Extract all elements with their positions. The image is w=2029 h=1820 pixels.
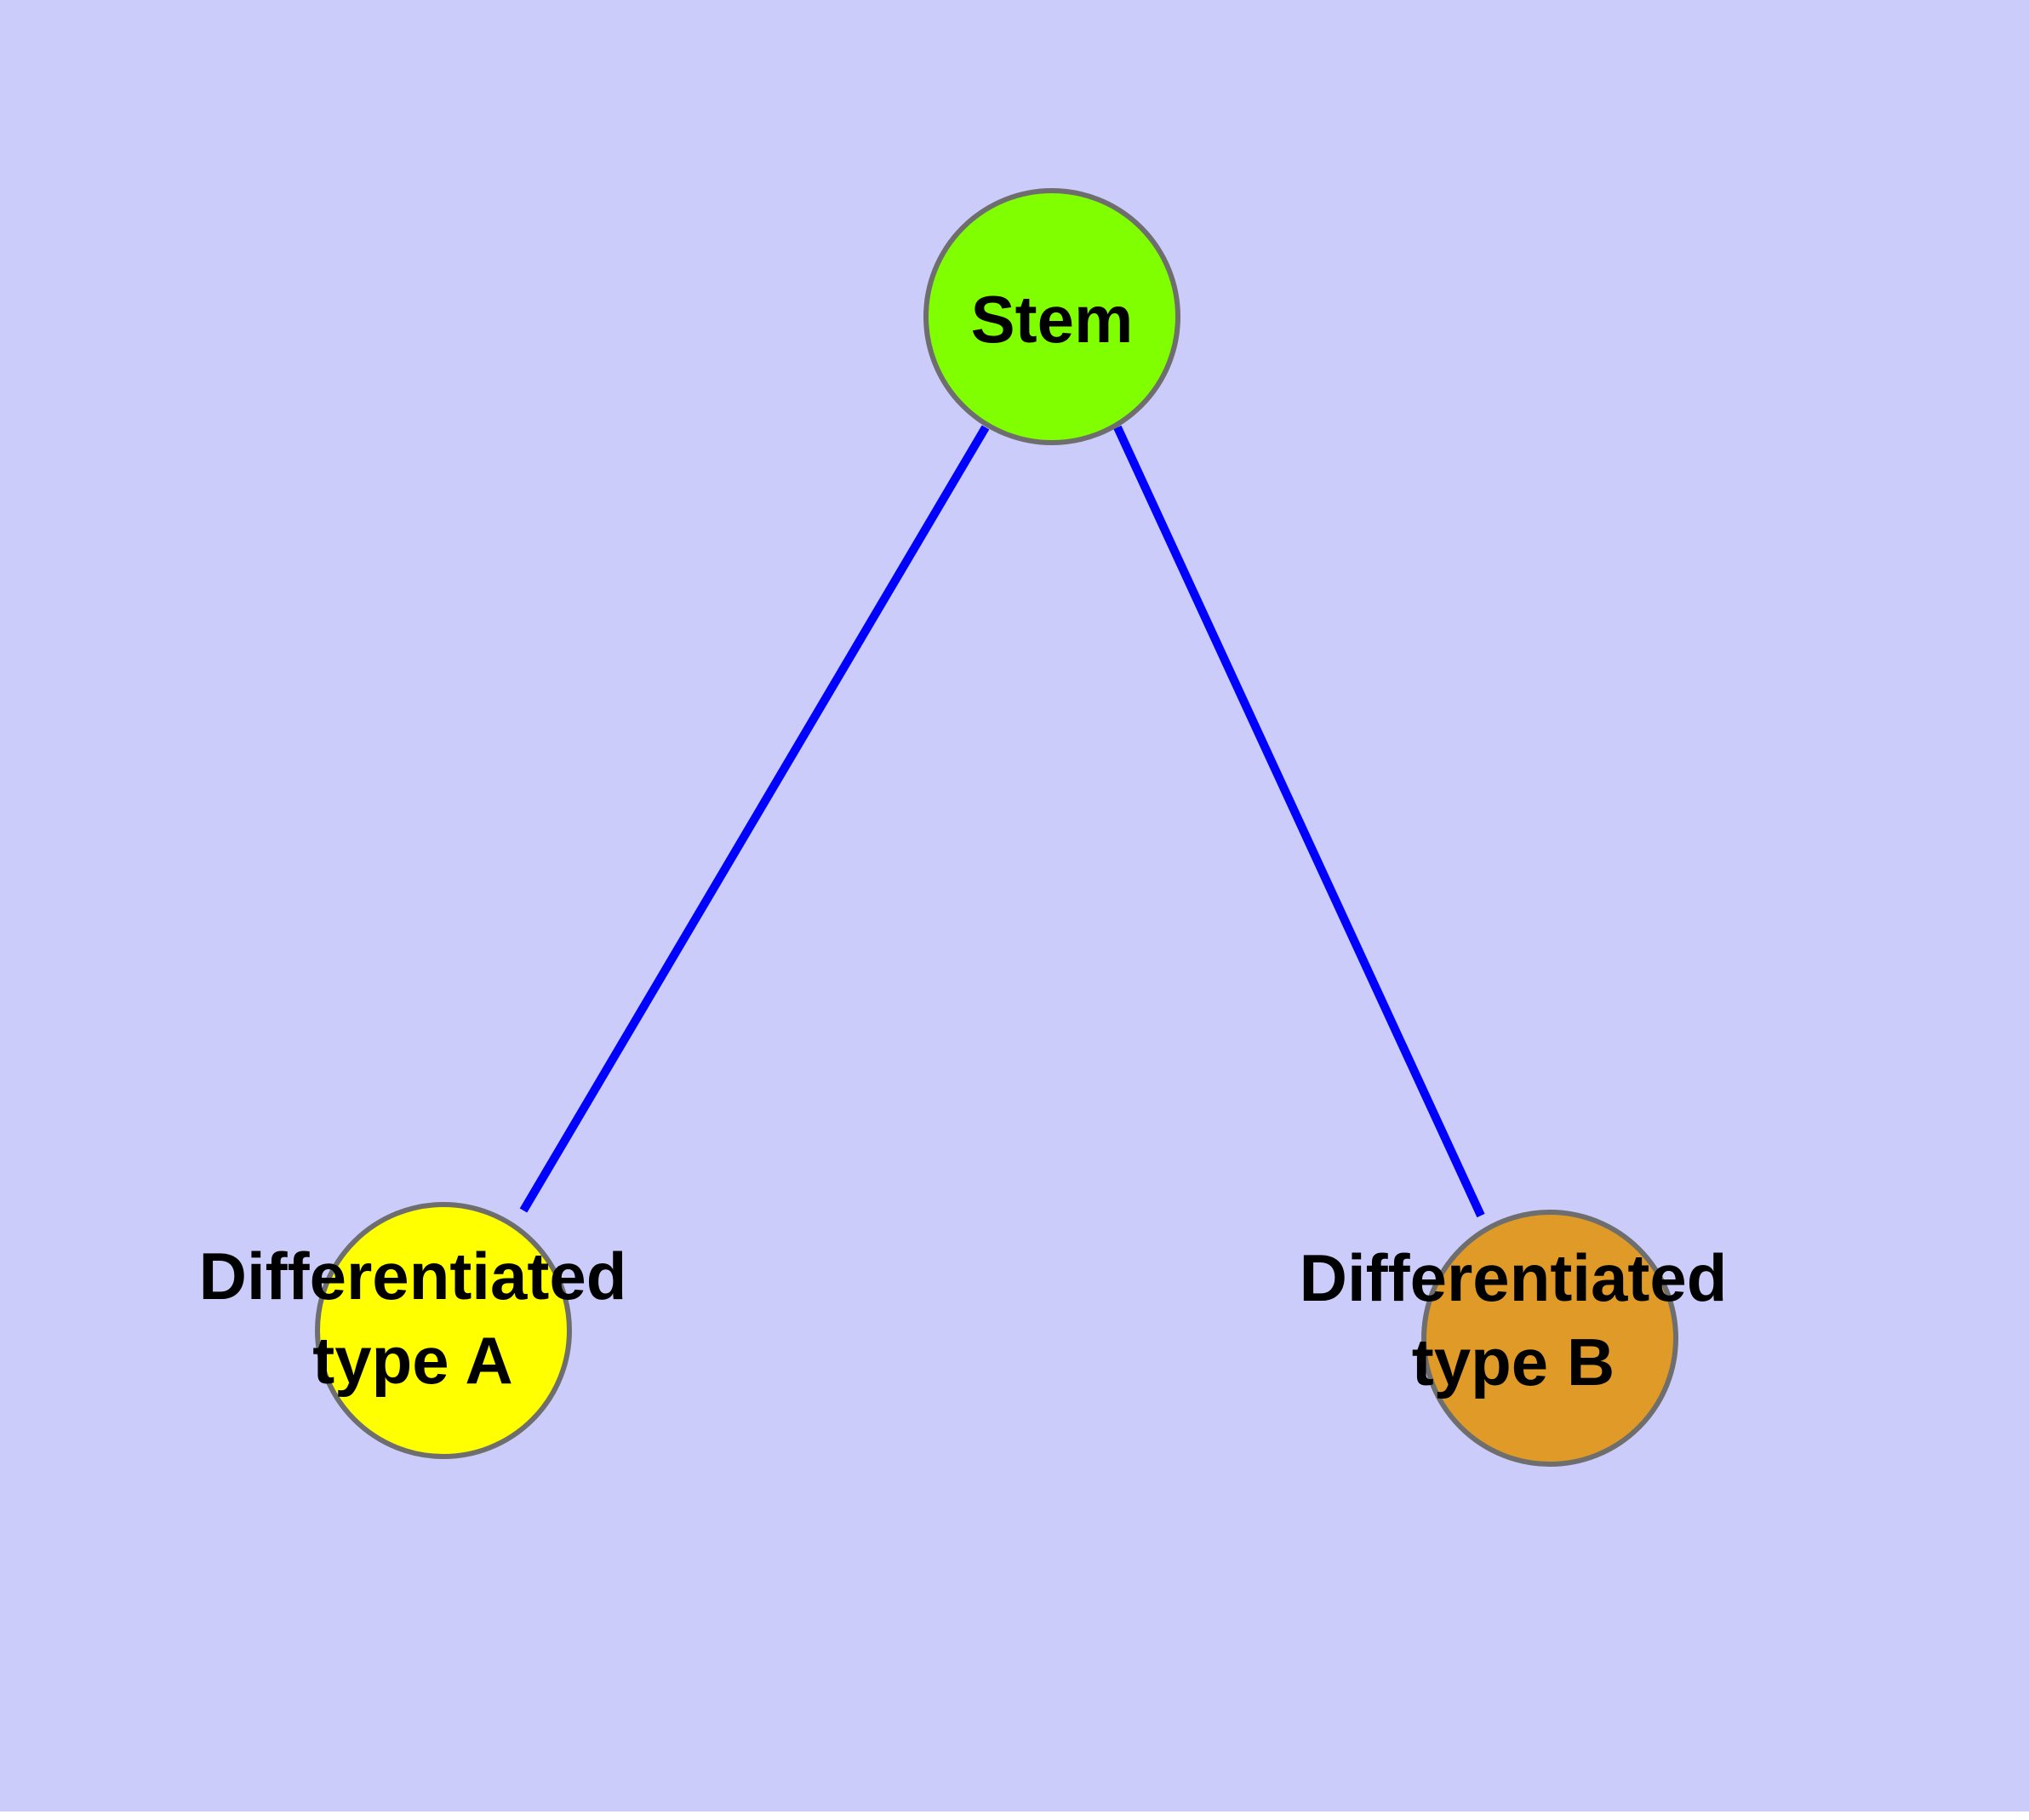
edge-stem-to-diff-b[interactable] xyxy=(1113,425,1485,1218)
node-diff-b-label: Differentiated type B xyxy=(1300,1240,1728,1399)
node-diff-b-label-line1: Differentiated xyxy=(1300,1240,1728,1315)
edge-layer xyxy=(519,425,1485,1218)
node-stem-circle[interactable] xyxy=(923,188,1180,445)
node-diff-a-label-line1: Differentiated xyxy=(199,1239,627,1313)
node-stem-label: Stem xyxy=(971,282,1134,357)
node-diff-a-label-line2: type A xyxy=(312,1323,513,1398)
node-layer xyxy=(315,188,1678,1467)
node-diff-a-label: Differentiated type A xyxy=(199,1239,627,1398)
node-diff-a-circle[interactable] xyxy=(315,1202,572,1459)
label-layer: Stem Differentiated type A Differentiate… xyxy=(199,282,1728,1399)
node-diff-b-circle[interactable] xyxy=(1421,1210,1678,1467)
node-diff-b-label-line2: type B xyxy=(1412,1325,1615,1399)
edge-stem-to-diff-a[interactable] xyxy=(519,425,990,1213)
